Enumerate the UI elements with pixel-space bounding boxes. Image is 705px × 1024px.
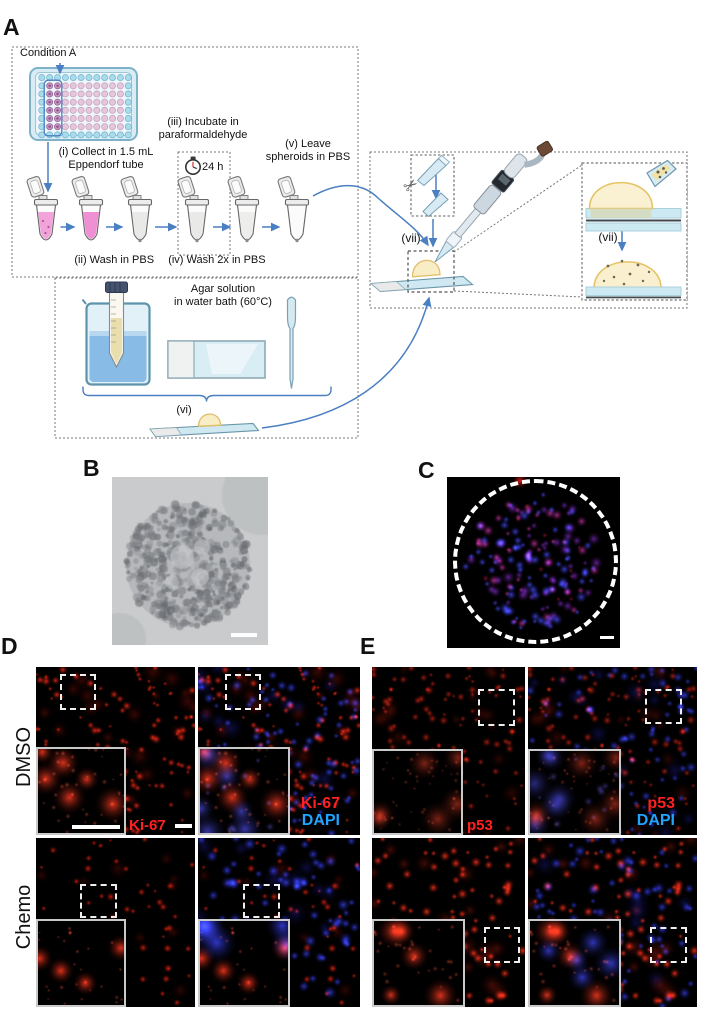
ki67-label: Ki-67 xyxy=(300,795,340,812)
step-ii-label: (ii) Wash in PBS xyxy=(74,254,155,266)
agar-mounting-box xyxy=(54,277,359,439)
d-dmso-merge-image: Ki-67 DAPI xyxy=(198,667,360,835)
c-immunofluorescence-image xyxy=(447,477,620,648)
tip-cutting-box xyxy=(410,154,455,217)
panel-a-label: A xyxy=(3,14,20,40)
inset-canvas xyxy=(38,749,124,833)
flow-slide-to-roi xyxy=(261,296,432,429)
mounting-slide-icon xyxy=(148,413,260,438)
wash-labels: (ii) Wash in PBS (iv) Wash 2x in PBS xyxy=(50,254,290,267)
panel-e-label: E xyxy=(360,633,376,659)
eppendorf-tube-icon xyxy=(227,176,260,243)
eppendorf-tubes xyxy=(26,176,310,243)
agarose-drop-icon xyxy=(197,413,222,427)
eppendorf-tube-icon xyxy=(26,176,59,241)
eppendorf-tube-icon xyxy=(277,176,310,243)
inset-canvas xyxy=(530,751,619,833)
panel-b-label: B xyxy=(83,455,100,481)
magnified-inset xyxy=(372,749,463,835)
inset-canvas xyxy=(374,751,461,833)
inset-canvas xyxy=(200,921,288,1005)
eppendorf-tube-icon xyxy=(71,176,104,241)
magnified-inset xyxy=(36,747,126,835)
roi-box xyxy=(478,689,515,726)
panel-d-label: D xyxy=(1,633,18,659)
glass-slide-icon xyxy=(167,340,266,379)
magnified-inset xyxy=(528,919,621,1007)
flow-arrows xyxy=(43,63,627,429)
p53-label: p53 xyxy=(467,817,493,834)
roi-box xyxy=(80,884,117,918)
magnified-inset xyxy=(198,747,290,835)
condition-a-highlight xyxy=(43,79,63,137)
spheroid-outline-circle xyxy=(453,479,618,644)
spheroid-transfer-box xyxy=(369,151,688,309)
drop-roi-box xyxy=(407,250,455,293)
collection-fixation-box xyxy=(11,46,359,278)
eppendorf-tube-icon xyxy=(177,176,210,243)
incubation-time-label: 24 h xyxy=(202,161,224,173)
roi-box xyxy=(243,884,280,918)
p53-label: p53 xyxy=(647,795,675,812)
d-chemo-merge-image xyxy=(198,838,360,1007)
treatment-label-chemo: Chemo xyxy=(13,884,35,950)
eppendorf-tube-icon xyxy=(120,176,153,243)
d-dmso-ki67-image: Ki-67 xyxy=(36,667,195,835)
materials-bracket xyxy=(82,386,332,402)
inset-step-vii-label: (vii) xyxy=(598,230,618,244)
step-v-label: (v) Leave spheroids in PBS xyxy=(265,138,351,163)
flow-tube-to-transfer xyxy=(312,184,429,247)
roi-box xyxy=(60,674,96,710)
roi-box xyxy=(645,689,682,724)
magnified-inset xyxy=(372,919,465,1007)
histology-spheroid-canvas xyxy=(112,477,268,645)
step-vi-label: (vi) xyxy=(176,404,192,416)
well-plate-icon xyxy=(29,67,138,141)
transfer-slide-icon xyxy=(369,259,474,293)
step-i-label: (i) Collect in 1.5 mL Eppendorf tube xyxy=(58,146,154,171)
protocol-diagram xyxy=(11,46,688,439)
water-bath-beaker-icon xyxy=(81,281,151,386)
roi-box xyxy=(225,674,261,710)
magnified-inset xyxy=(528,749,621,835)
e-dmso-merge-image: p53 DAPI xyxy=(528,667,697,835)
scale-bar xyxy=(175,824,192,828)
incubation-dashed-box xyxy=(177,151,231,256)
step-vii-label: (vii) xyxy=(401,231,421,245)
agar-label: Agar solution in water bath (60°C) xyxy=(174,283,272,308)
timer-icon xyxy=(185,156,202,176)
step-iv-label: (iv) Wash 2x in PBS xyxy=(168,254,266,266)
panel-c-label: C xyxy=(418,457,435,483)
e-chemo-merge-image xyxy=(528,838,697,1007)
inset-scale-bar xyxy=(72,825,120,829)
b-histology-image xyxy=(112,477,268,645)
pipette-tip-icons xyxy=(416,154,451,218)
e-dmso-p53-image: p53 xyxy=(372,667,525,835)
roi-box xyxy=(650,927,687,963)
agarose-drop-icon xyxy=(411,259,441,278)
inset-canvas xyxy=(374,921,463,1005)
dapi-label: DAPI xyxy=(301,812,340,829)
e-merge-legend: p53 DAPI xyxy=(637,795,675,829)
scale-bar xyxy=(600,636,614,639)
scale-bar xyxy=(231,633,257,637)
dapi-label: DAPI xyxy=(636,812,675,829)
treatment-label-dmso: DMSO xyxy=(13,727,35,787)
condition-label: Condition A xyxy=(20,47,77,59)
inset-canvas xyxy=(200,749,288,833)
micropipette-icon xyxy=(434,140,553,263)
inset-canvas xyxy=(530,921,619,1005)
inset-canvas xyxy=(38,921,124,1005)
inset-before-after-art xyxy=(585,159,682,299)
magnified-inset xyxy=(36,919,126,1007)
e-chemo-p53-image xyxy=(372,838,525,1007)
step-iii-label: (iii) Incubate in paraformaldehyde xyxy=(158,116,248,141)
pasteur-pipette-icon xyxy=(286,296,297,389)
magnified-inset xyxy=(198,919,290,1007)
ki67-label: Ki-67 xyxy=(129,817,166,834)
roi-box xyxy=(484,927,520,963)
d-chemo-ki67-image xyxy=(36,838,195,1007)
d-merge-legend: Ki-67 DAPI xyxy=(301,795,340,829)
